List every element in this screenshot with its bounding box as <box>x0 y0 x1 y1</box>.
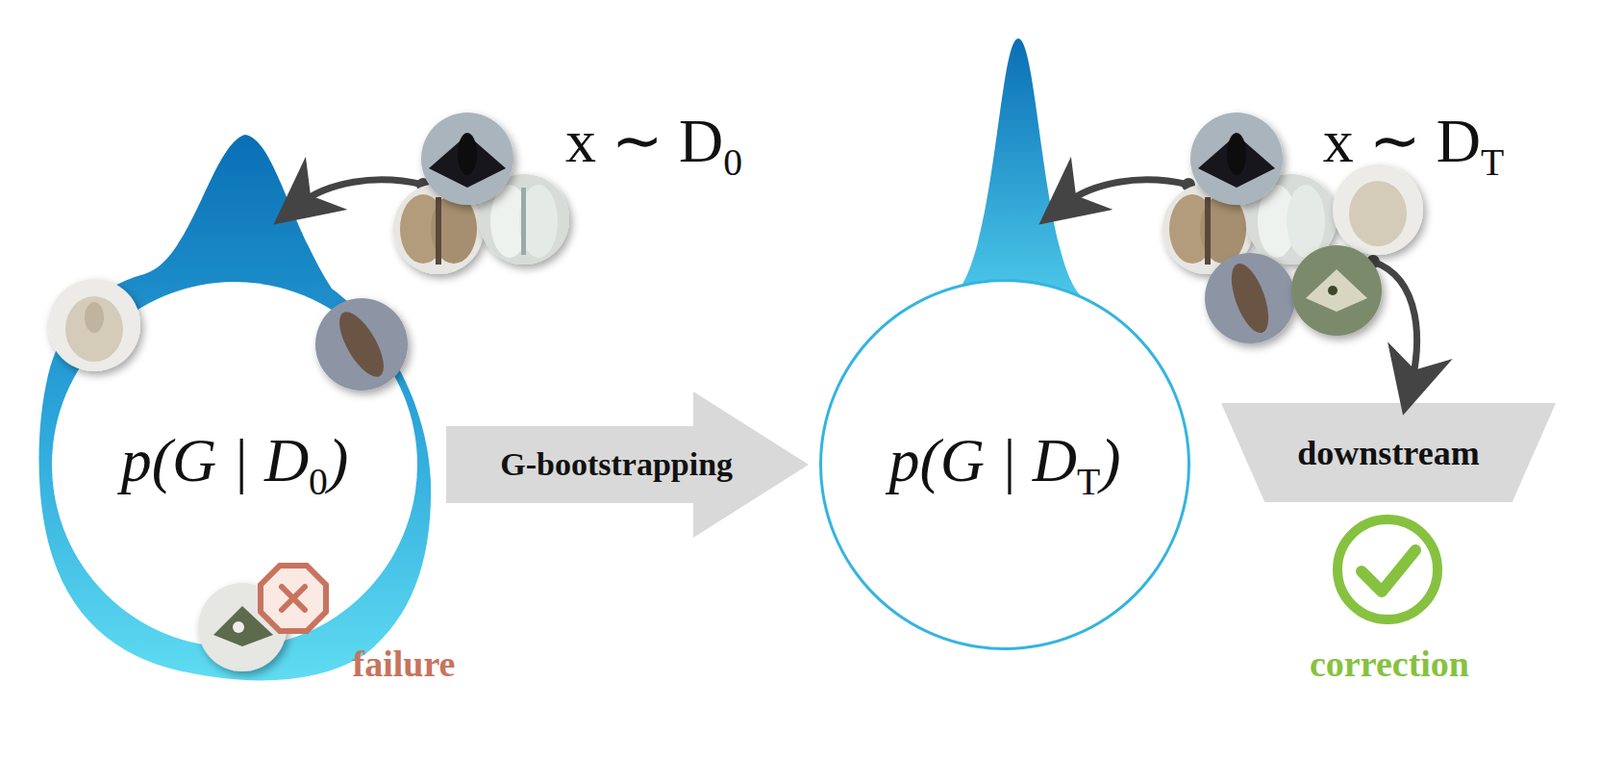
sample-label: x ∼ D0 <box>565 104 743 185</box>
right-blob-rim <box>819 278 1191 650</box>
node-text: p(G | DT) <box>889 425 1122 504</box>
check-symbol <box>1337 519 1438 620</box>
failure-label: failure <box>352 642 456 685</box>
moth-photo <box>1162 183 1253 275</box>
node-text: downstream <box>1297 432 1479 474</box>
moth-photo <box>1204 252 1296 344</box>
moth-photo <box>478 174 570 265</box>
pointer-arrow <box>1373 261 1418 383</box>
downstream-box: downstream <box>1221 402 1556 502</box>
pointer-dot <box>416 177 430 192</box>
pointer-dot <box>1181 177 1196 192</box>
block-arrow <box>446 391 809 538</box>
moth-photo <box>393 183 484 275</box>
pointer-arrow <box>300 179 424 204</box>
node-shape <box>51 281 418 648</box>
pointer-dot <box>1366 254 1380 269</box>
moth-photo <box>1291 245 1382 336</box>
moth-photo <box>1332 164 1424 255</box>
correction-label: correction <box>1309 642 1470 685</box>
node-text: p(G | D0) <box>121 425 350 504</box>
right-blob-peak <box>947 38 1087 300</box>
distribution-circle: p(G | DT) <box>822 281 1188 648</box>
pointer-arrow <box>1065 179 1189 204</box>
distribution-circle: p(G | D0) <box>51 281 418 648</box>
sample-label: x ∼ DT <box>1323 104 1504 185</box>
moth-photo <box>1246 174 1337 265</box>
node-shape <box>1221 402 1556 502</box>
left-blob <box>38 134 431 680</box>
moth-photo <box>421 112 514 205</box>
edge-label: G-bootstrapping <box>498 446 735 483</box>
node-shape <box>822 281 1188 648</box>
moth-photo <box>1190 112 1283 205</box>
